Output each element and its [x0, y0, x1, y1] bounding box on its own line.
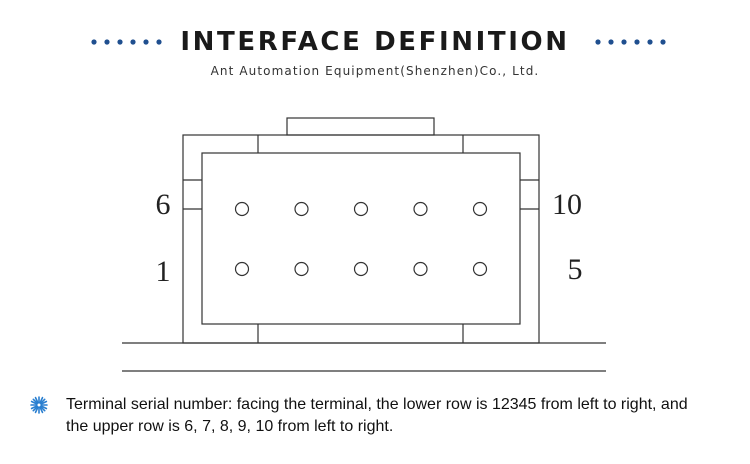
label-pin-1: 1 — [156, 255, 171, 288]
terminal-note: Terminal serial number: facing the termi… — [66, 396, 688, 435]
outer-housing — [182, 134, 540, 344]
label-pin-10: 10 — [552, 188, 582, 221]
right-dots-decoration — [595, 39, 666, 45]
pin-7 — [294, 201, 309, 217]
pin-5 — [472, 261, 488, 277]
latch-tab — [286, 117, 435, 136]
label-pin-6: 6 — [156, 188, 171, 221]
snowflake-icon — [30, 396, 48, 414]
inner-cavity — [201, 152, 521, 325]
company-subtitle: Ant Automation Equipment(Shenzhen)Co., L… — [210, 64, 540, 78]
pin-6 — [234, 201, 250, 217]
pin-8 — [353, 201, 369, 217]
header: INTERFACE DEFINITION — [0, 22, 750, 62]
pin-1 — [234, 261, 250, 277]
pin-2 — [294, 261, 309, 277]
connector-housing — [182, 117, 540, 344]
pin-4 — [413, 261, 428, 277]
label-pin-5: 5 — [568, 253, 583, 286]
pin-9 — [413, 201, 428, 217]
left-dots-decoration — [91, 39, 162, 45]
page-title: INTERFACE DEFINITION — [180, 27, 570, 57]
pin-10 — [472, 201, 488, 217]
pin-grid — [234, 201, 488, 277]
pin-3 — [353, 261, 369, 277]
